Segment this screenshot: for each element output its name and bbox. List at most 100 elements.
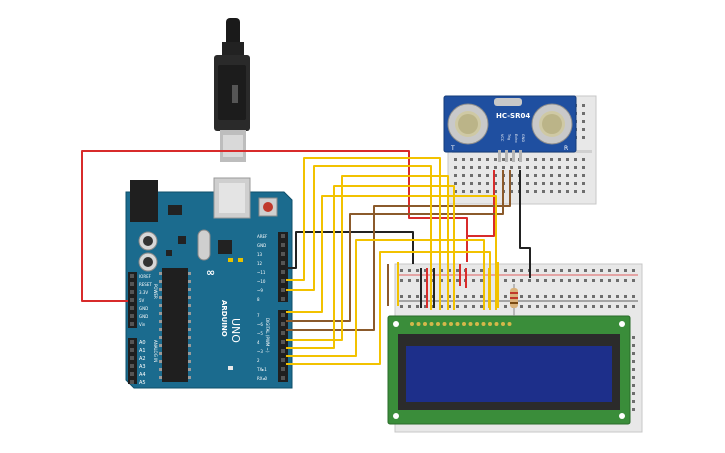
header-pin[interactable] (130, 364, 134, 368)
breadboard-hole[interactable] (510, 182, 513, 185)
breadboard-hole[interactable] (494, 174, 497, 177)
breadboard-hole[interactable] (566, 182, 569, 185)
breadboard-hole[interactable] (510, 166, 513, 169)
breadboard-hole[interactable] (624, 305, 627, 308)
lcd-module[interactable] (387, 315, 631, 425)
breadboard-hole[interactable] (526, 182, 529, 185)
breadboard-hole[interactable] (424, 279, 427, 282)
breadboard-hole[interactable] (486, 158, 489, 161)
breadboard-hole[interactable] (616, 269, 619, 272)
breadboard-hole[interactable] (552, 305, 555, 308)
breadboard-hole[interactable] (544, 269, 547, 272)
breadboard-hole[interactable] (480, 295, 483, 298)
breadboard-hole[interactable] (632, 392, 635, 395)
breadboard-hole[interactable] (454, 158, 457, 161)
breadboard-hole[interactable] (478, 158, 481, 161)
header-pin[interactable] (281, 297, 285, 301)
breadboard-hole[interactable] (560, 269, 563, 272)
lcd-pin[interactable] (442, 322, 447, 326)
breadboard-hole[interactable] (454, 166, 457, 169)
breadboard-hole[interactable] (574, 190, 577, 193)
breadboard-hole[interactable] (592, 279, 595, 282)
breadboard-hole[interactable] (470, 190, 473, 193)
breadboard-hole[interactable] (528, 279, 531, 282)
breadboard-hole[interactable] (600, 279, 603, 282)
header-pin[interactable] (281, 331, 285, 335)
breadboard-hole[interactable] (558, 166, 561, 169)
breadboard-hole[interactable] (582, 166, 585, 169)
lcd-pin[interactable] (475, 322, 479, 326)
sensor-pin[interactable] (505, 150, 508, 162)
breadboard-hole[interactable] (542, 190, 545, 193)
header-pin[interactable] (130, 298, 134, 302)
breadboard-hole[interactable] (574, 182, 577, 185)
breadboard-hole[interactable] (448, 305, 451, 308)
breadboard-hole[interactable] (424, 295, 427, 298)
breadboard-hole[interactable] (494, 190, 497, 193)
breadboard-hole[interactable] (520, 279, 523, 282)
lcd-pin[interactable] (494, 322, 499, 326)
breadboard-hole[interactable] (528, 305, 531, 308)
breadboard-hole[interactable] (624, 279, 627, 282)
breadboard-hole[interactable] (542, 182, 545, 185)
breadboard-hole[interactable] (592, 295, 595, 298)
breadboard-hole[interactable] (584, 269, 587, 272)
breadboard-hole[interactable] (440, 295, 443, 298)
breadboard-hole[interactable] (632, 384, 635, 387)
breadboard-hole[interactable] (582, 190, 585, 193)
breadboard-hole[interactable] (456, 295, 459, 298)
lcd-pin[interactable] (468, 322, 473, 326)
breadboard-hole[interactable] (494, 158, 497, 161)
breadboard-hole[interactable] (560, 295, 563, 298)
breadboard-hole[interactable] (542, 166, 545, 169)
breadboard-hole[interactable] (600, 295, 603, 298)
header-pin[interactable] (281, 252, 285, 256)
breadboard-hole[interactable] (462, 182, 465, 185)
breadboard-hole[interactable] (536, 295, 539, 298)
breadboard-hole[interactable] (528, 295, 531, 298)
breadboard-hole[interactable] (462, 190, 465, 193)
breadboard-hole[interactable] (470, 166, 473, 169)
breadboard-hole[interactable] (632, 295, 635, 298)
lcd-pin[interactable] (449, 322, 453, 326)
breadboard-hole[interactable] (550, 190, 553, 193)
breadboard-hole[interactable] (566, 166, 569, 169)
breadboard-hole[interactable] (558, 190, 561, 193)
breadboard-hole[interactable] (448, 269, 451, 272)
breadboard-hole[interactable] (608, 295, 611, 298)
lcd-pin[interactable] (436, 322, 440, 326)
breadboard-hole[interactable] (632, 376, 635, 379)
breadboard-hole[interactable] (400, 295, 403, 298)
breadboard-hole[interactable] (464, 295, 467, 298)
header-pin[interactable] (281, 349, 285, 353)
breadboard-hole[interactable] (400, 305, 403, 308)
breadboard-hole[interactable] (608, 279, 611, 282)
breadboard-hole[interactable] (486, 174, 489, 177)
breadboard-hole[interactable] (534, 166, 537, 169)
breadboard-hole[interactable] (440, 305, 443, 308)
lcd-pin[interactable] (423, 322, 427, 326)
breadboard-hole[interactable] (512, 279, 515, 282)
header-pin[interactable] (130, 340, 134, 344)
breadboard-hole[interactable] (534, 190, 537, 193)
header-pin[interactable] (130, 282, 134, 286)
breadboard-hole[interactable] (472, 305, 475, 308)
breadboard-hole[interactable] (576, 269, 579, 272)
breadboard-hole[interactable] (616, 305, 619, 308)
breadboard-hole[interactable] (584, 305, 587, 308)
breadboard-hole[interactable] (464, 305, 467, 308)
breadboard-hole[interactable] (582, 112, 585, 115)
breadboard-hole[interactable] (534, 174, 537, 177)
header-pin[interactable] (281, 367, 285, 371)
breadboard-hole[interactable] (470, 182, 473, 185)
lcd-pin[interactable] (501, 322, 505, 326)
header-pin[interactable] (281, 279, 285, 283)
breadboard-hole[interactable] (448, 279, 451, 282)
breadboard-hole[interactable] (408, 279, 411, 282)
breadboard-hole[interactable] (632, 408, 635, 411)
breadboard-hole[interactable] (558, 182, 561, 185)
breadboard-hole[interactable] (454, 190, 457, 193)
breadboard-hole[interactable] (526, 174, 529, 177)
header-pin[interactable] (130, 306, 134, 310)
